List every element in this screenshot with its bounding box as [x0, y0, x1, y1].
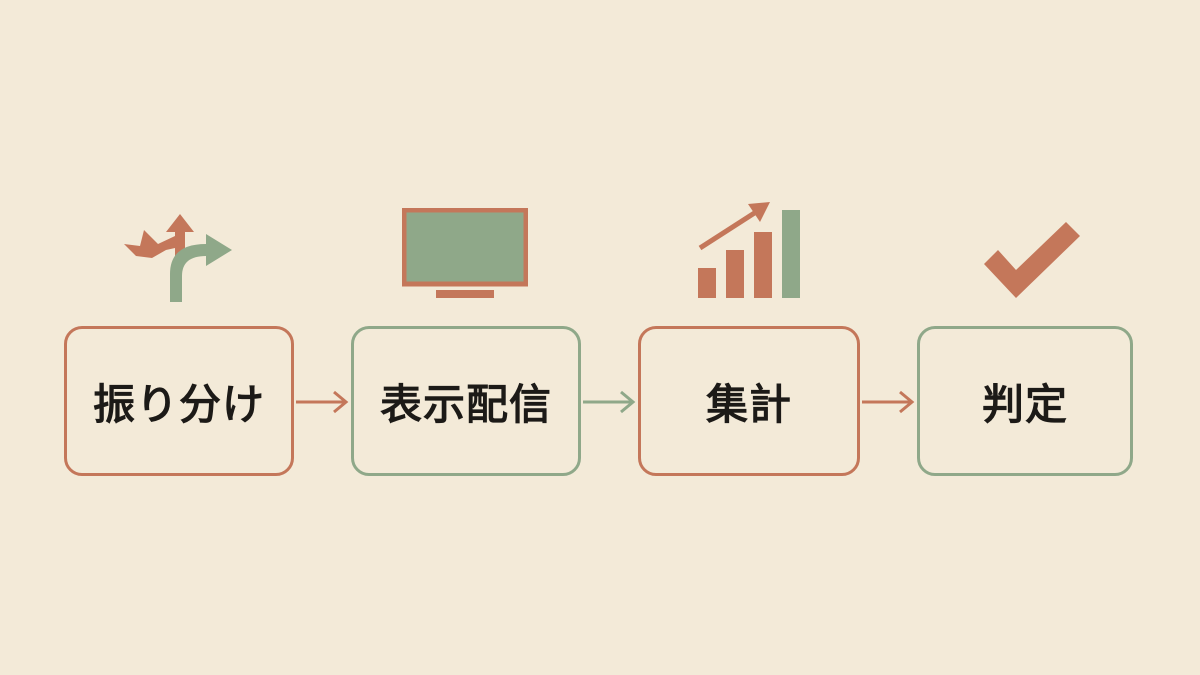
step-box-judgment: 判定 [917, 326, 1133, 476]
step-label: 振り分け [92, 379, 265, 429]
fork-arrows-icon [118, 196, 238, 302]
step-box-display-delivery: 表示配信 [351, 326, 581, 476]
step-label: 表示配信 [379, 379, 552, 429]
arrow-right-icon [583, 390, 637, 414]
monitor-icon [402, 208, 528, 300]
step-box-aggregation: 集計 [638, 326, 860, 476]
checkmark-icon [982, 220, 1082, 300]
arrow-right-icon [296, 390, 350, 414]
step-label: 判定 [981, 379, 1068, 429]
step-label: 集計 [705, 379, 792, 429]
bar-chart-up-icon [696, 192, 804, 300]
step-box-distribution: 振り分け [64, 326, 294, 476]
arrow-right-icon [862, 390, 916, 414]
